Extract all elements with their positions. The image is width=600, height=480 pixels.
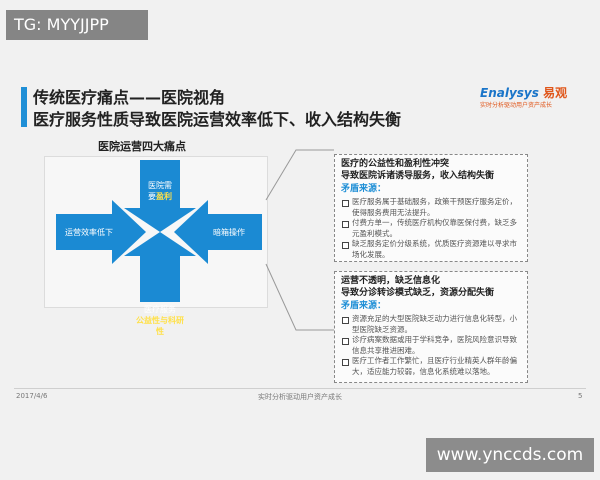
pain-point-box-2: 运营不透明，缺乏信息化 导致分诊转诊模式缺乏，资源分配失衡 矛盾来源： 资源充足… <box>334 271 528 383</box>
box1-heading-2: 导致医院诉诸诱导服务，收入结构失衡 <box>341 171 495 181</box>
box2-bullet-list: 资源充足的大型医院缺乏动力进行信息化转型，小型医院缺乏资源。 诊疗病案数据或用于… <box>341 314 521 377</box>
arrow-top-highlight: 盈利 <box>156 192 172 201</box>
logo-brand-cn: 易观 <box>543 86 568 100</box>
box1-bullet: 付费方单一，传统医疗机构仅靠医保付费，缺乏多元盈利模式。 <box>341 218 521 239</box>
logo-wordmark: Enalysys 易观 <box>480 84 567 101</box>
page-subtitle: 医疗服务性质导致医院运营效率低下、收入结构失衡 <box>33 110 402 129</box>
arrow-bottom <box>124 232 196 302</box>
box2-heading-1: 运营不透明，缺乏信息化 <box>341 276 441 286</box>
box2-bullet: 资源充足的大型医院缺乏动力进行信息化转型，小型医院缺乏资源。 <box>341 314 521 335</box>
box2-heading-2: 导致分诊转诊模式缺乏，资源分配失衡 <box>341 288 495 298</box>
box2-bullet: 医疗工作者工作繁忙，且医疗行业精英人群年龄偏大，适应能力较弱，信息化系统难以落地… <box>341 356 521 377</box>
box1-bullet: 医疗服务属于基础服务，政策干预医疗服务定价，使得服务费用无法提升。 <box>341 197 521 218</box>
box2-source-label: 矛盾来源： <box>341 301 387 311</box>
pain-point-box-1: 医疗的公益性和盈利性冲突 导致医院诉诸诱导服务，收入结构失衡 矛盾来源： 医疗服… <box>334 154 528 262</box>
watermark-url: www.ynccds.com <box>426 438 594 472</box>
box1-bullet: 缺乏服务定价分级系统，优质医疗资源难以寻求市场化发展。 <box>341 239 521 260</box>
box1-bullet-list: 医疗服务属于基础服务，政策干预医疗服务定价，使得服务费用无法提升。 付费方单一，… <box>341 197 521 260</box>
arrow-left <box>56 200 146 264</box>
page-title: 传统医疗痛点——医院视角 <box>33 88 226 107</box>
footer-date: 2017/4/6 <box>16 392 48 400</box>
footer-divider <box>14 388 586 389</box>
logo-brand-text: Enalysys <box>480 86 539 100</box>
arrow-top-line1: 医院需 <box>148 181 172 190</box>
box1-heading-1: 医疗的公益性和盈利性冲突 <box>341 159 450 169</box>
arrow-top-label: 医院需 要盈利 <box>136 180 184 202</box>
arrow-top-line2: 要 <box>148 192 156 201</box>
footer-tagline: 实时分析驱动用户资产成长 <box>258 393 342 401</box>
arrow-bottom-highlight: 公益性与科研性 <box>136 316 184 336</box>
arrow-bottom-line1: 医疗服务 <box>144 305 176 314</box>
diagram-title: 医院运营四大痛点 <box>98 140 186 153</box>
connector-lower <box>265 263 334 331</box>
arrow-bottom-label: 医疗服务 公益性与科研性 <box>136 304 184 337</box>
box1-source-label: 矛盾来源： <box>341 184 387 194</box>
title-accent-bar <box>21 87 27 127</box>
connector-upper <box>265 149 334 201</box>
arrow-right-label: 暗箱操作 <box>213 228 245 237</box>
arrow-left-label: 运营效率低下 <box>65 228 113 237</box>
logo-tagline: 实时分析驱动用户资产成长 <box>480 102 553 109</box>
arrow-top <box>124 160 196 232</box>
page-number: 5 <box>578 392 583 400</box>
box2-bullet: 诊疗病案数据或用于学科竞争，医院风险意识导致信息共享推进困难。 <box>341 335 521 356</box>
brand-logo: Enalysys 易观 实时分析驱动用户资产成长 <box>480 84 590 112</box>
tag-overlay: TG: MYYJJPP <box>6 10 148 40</box>
arrow-right <box>174 200 262 264</box>
